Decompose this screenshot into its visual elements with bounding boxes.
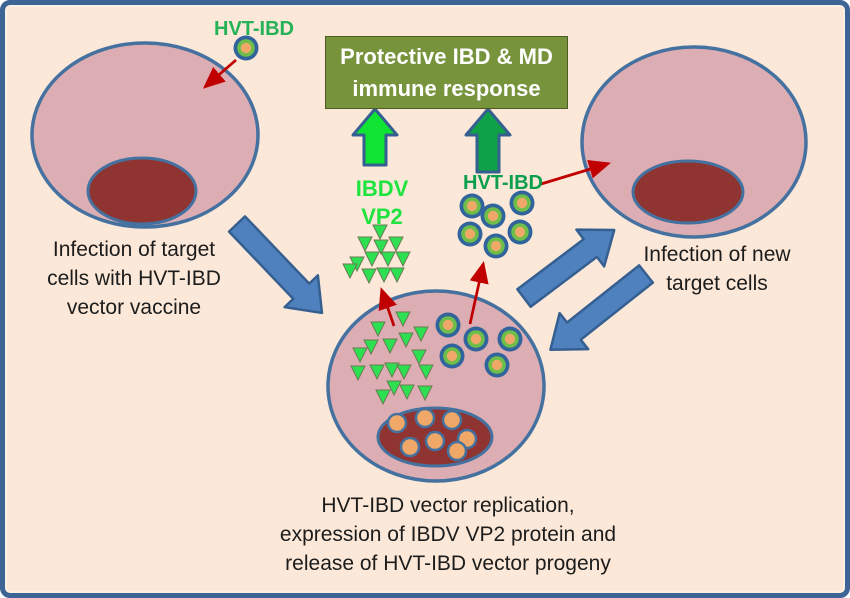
immune-arrow-vp2 xyxy=(351,107,399,167)
progeny-virions-label: HVT-IBD xyxy=(463,172,543,194)
immune-box-line: Protective IBD & MD xyxy=(340,43,553,69)
new-infection-arrow xyxy=(540,159,611,186)
caption-line: HVT-IBD vector replication, xyxy=(321,494,575,517)
hvt-ibd-virion-icon xyxy=(483,233,509,259)
ibdv-label-line: VP2 xyxy=(361,204,403,229)
caption-line: target cells xyxy=(666,272,768,295)
capsid-dot xyxy=(446,440,468,462)
immune-arrow-virion xyxy=(464,107,512,174)
spread-arrow-up xyxy=(516,228,616,309)
vp2-protein-icon xyxy=(364,251,380,267)
hvt-ibd-virion-icon xyxy=(484,352,510,378)
infection-flow-arrow xyxy=(227,215,324,315)
capsid-dot xyxy=(441,409,463,431)
capsid-dot xyxy=(386,412,408,434)
hvt-ibd-virion-icon xyxy=(480,203,506,229)
release-arrow-virion xyxy=(468,260,489,325)
capsid-dot xyxy=(399,436,421,458)
vp2-protein-icon xyxy=(357,236,373,252)
immune-box-line: immune response xyxy=(352,75,541,101)
vp2-protein-icon xyxy=(361,268,377,284)
release-arrow-vp2 xyxy=(378,287,397,327)
left-cell-nucleus xyxy=(86,156,198,226)
right-cell-caption: Infection of new target cells xyxy=(617,240,817,298)
hvt-ibd-virion-icon xyxy=(497,326,523,352)
immune-response-box: Protective IBD & MD immune response xyxy=(325,36,568,109)
vp2-protein-icon xyxy=(376,267,392,283)
caption-line: Infection of new xyxy=(643,243,791,266)
vp2-protein-icon xyxy=(388,236,404,252)
vp2-protein-icon xyxy=(389,267,405,283)
left-cell xyxy=(30,41,260,229)
vaccine-virion-label: HVT-IBD xyxy=(214,18,294,40)
hvt-ibd-virion-icon xyxy=(457,221,483,247)
caption-line: release of HVT-IBD vector progeny xyxy=(285,552,611,575)
hvt-ibd-virion-icon xyxy=(507,219,533,245)
caption-line: cells with HVT-IBD xyxy=(47,267,221,290)
left-cell-caption: Infection of target cells with HVT-IBD v… xyxy=(23,235,245,322)
ibdv-vp2-label: IBDV VP2 xyxy=(342,175,422,231)
hvt-ibd-virion-icon xyxy=(463,326,489,352)
vp2-protein-icon xyxy=(395,251,411,267)
ibdv-label-line: IBDV xyxy=(355,176,409,201)
caption-line: expression of IBDV VP2 protein and xyxy=(279,523,617,546)
caption-line: Infection of target xyxy=(52,238,216,261)
capsid-dot xyxy=(424,430,446,452)
hvt-ibd-virion-icon xyxy=(439,343,465,369)
right-cell-nucleus xyxy=(631,159,745,225)
caption-line: vector vaccine xyxy=(66,296,202,319)
vaccine-entry-arrow xyxy=(202,58,237,89)
vp2-protein-icon xyxy=(342,263,358,279)
bottom-caption: HVT-IBD vector replication, expression o… xyxy=(248,491,648,578)
capsid-dot xyxy=(414,407,436,429)
vp2-protein-icon xyxy=(380,251,396,267)
spread-arrow-down xyxy=(549,264,655,352)
hvt-ibd-virion-icon xyxy=(435,312,461,338)
